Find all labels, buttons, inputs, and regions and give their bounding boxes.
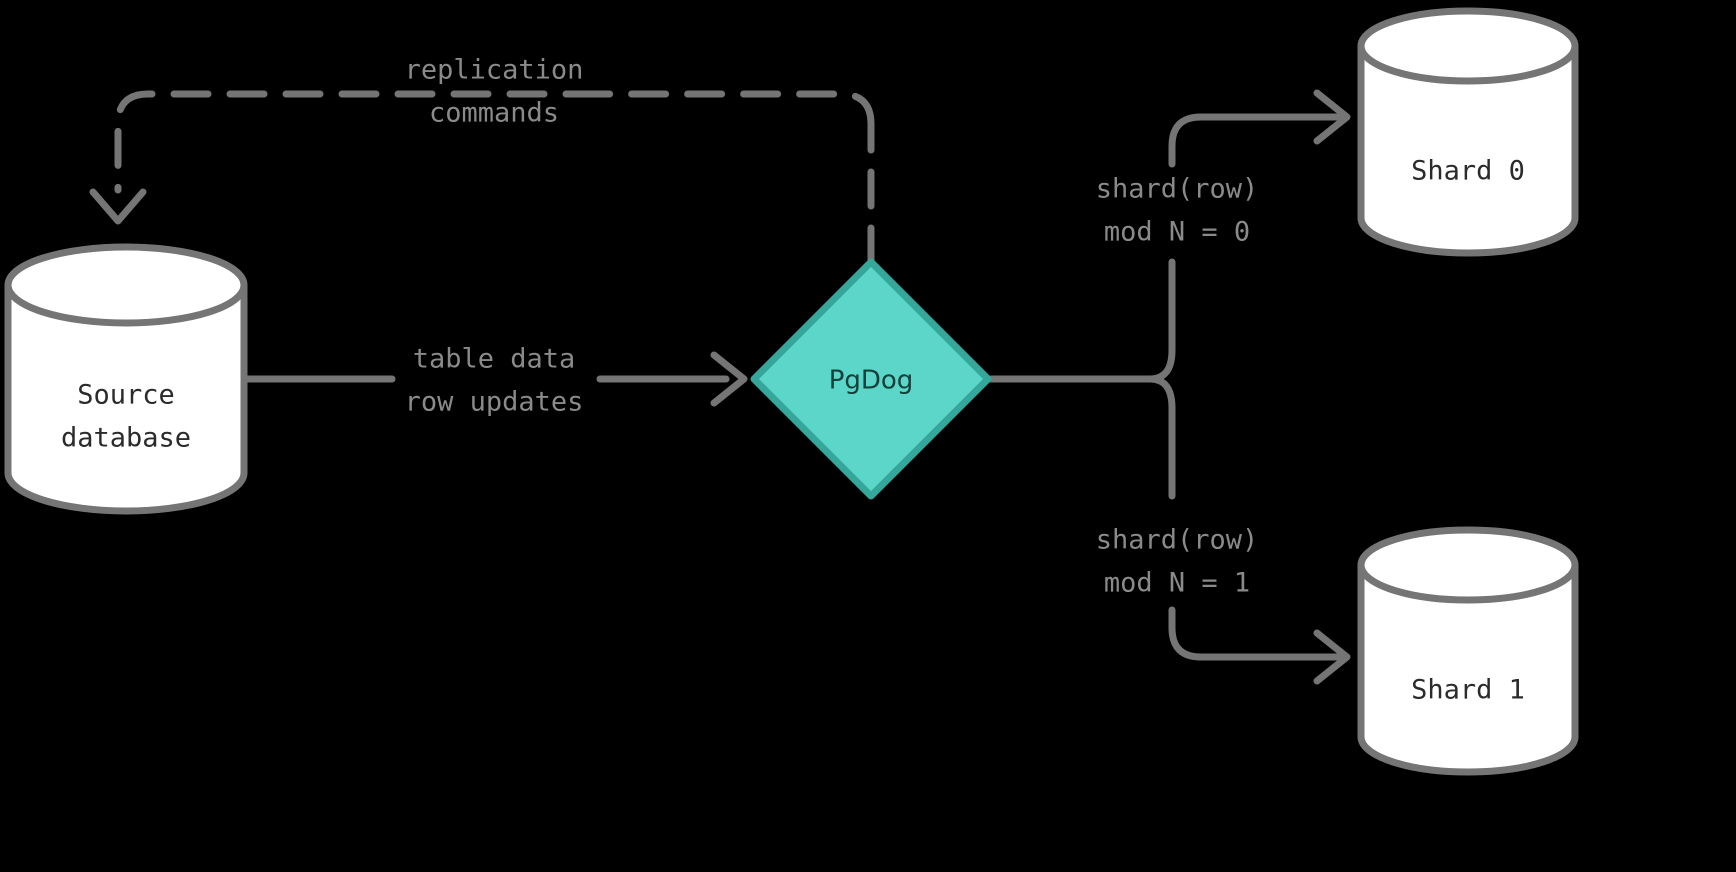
table-data-label-line1: table data	[413, 344, 576, 375]
node-source-database[interactable]: Source database	[4, 243, 248, 515]
replication-dashed-corner-left	[114, 90, 152, 194]
shard0-arrowhead	[1313, 89, 1351, 145]
shard1-label-line2: mod N = 1	[1104, 568, 1250, 599]
node-pgdog[interactable]: PgDog	[750, 258, 992, 500]
shard0-label: Shard 0	[1411, 156, 1525, 187]
shard0-branch-corner	[1168, 113, 1343, 150]
shard0-label-line1: shard(row)	[1096, 174, 1259, 205]
shard0-label-line2: mod N = 0	[1104, 217, 1250, 248]
table-data-label-line2: row updates	[405, 387, 584, 418]
replication-label-line2: commands	[429, 98, 559, 129]
edge-replication-commands: replication commands	[89, 55, 875, 266]
pgdog-diamond-shape	[750, 258, 992, 500]
source-cylinder-top	[4, 243, 248, 327]
replication-dashed-corner-right	[596, 90, 875, 128]
shard1-label-line1: shard(row)	[1096, 525, 1259, 556]
node-shard-0[interactable]: Shard 0	[1357, 7, 1579, 257]
edge-to-shard1: shard(row) mod N = 1	[1096, 375, 1351, 685]
shard0-cylinder-top	[1357, 7, 1579, 85]
shard1-cylinder-body	[1357, 561, 1579, 776]
replication-label-line1: replication	[405, 55, 584, 86]
table-data-arrowhead	[710, 351, 748, 407]
shard1-branch-curve	[1146, 375, 1176, 500]
shard1-cylinder-top	[1357, 526, 1579, 604]
shard1-arrowhead	[1313, 629, 1351, 685]
shard1-label: Shard 1	[1411, 675, 1525, 706]
pgdog-label: PgDog	[829, 366, 914, 396]
replication-arrowhead	[89, 188, 147, 225]
source-label-line2: database	[61, 423, 191, 454]
node-shard-1[interactable]: Shard 1	[1357, 526, 1579, 776]
source-cylinder-body	[4, 281, 248, 515]
source-label-line1: Source	[77, 380, 175, 411]
edge-table-data: table data row updates	[243, 344, 748, 418]
shard1-branch-corner	[1168, 624, 1343, 661]
edge-to-shard0: shard(row) mod N = 0	[987, 89, 1351, 383]
shard0-branch-curve	[1146, 258, 1176, 383]
shard0-cylinder-body	[1357, 42, 1579, 257]
